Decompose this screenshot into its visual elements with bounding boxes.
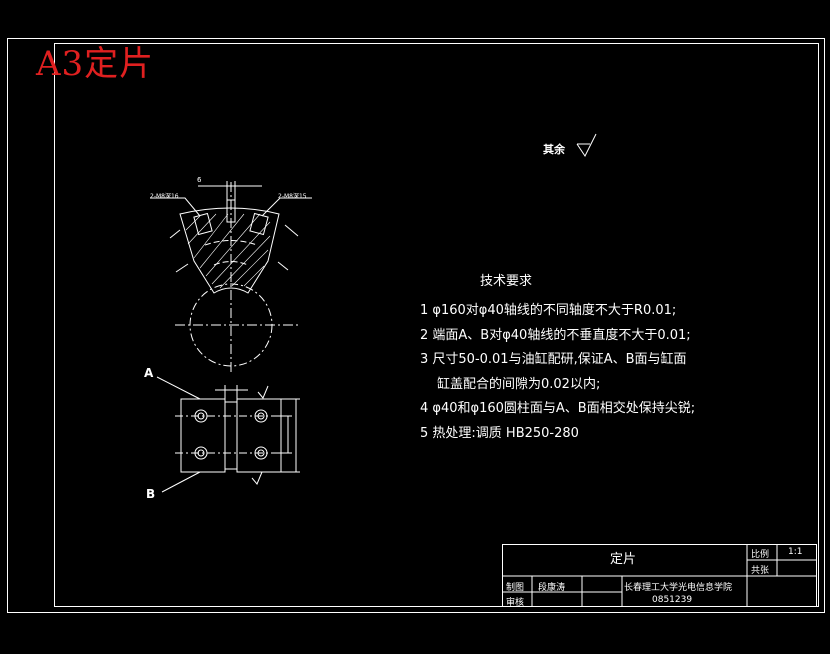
- label-b: B: [146, 487, 156, 501]
- right-tapped-hole: [249, 212, 269, 236]
- scale-label: 比例: [751, 550, 770, 560]
- sheet-size-label: A3定片: [36, 44, 155, 84]
- inner-arc: [204, 240, 258, 246]
- drawing-number: 0851239: [652, 595, 693, 605]
- tech-item: 缸盖配合的间隙为0.02以内;: [437, 376, 601, 392]
- tech-item: 4 φ40和φ160圆柱面与A、B面相交处保持尖锐;: [420, 401, 696, 416]
- tech-item: 5 热处理:调质 HB250-280: [420, 425, 579, 441]
- title-block: 定片 比例 1:1 共张 制图 段康涛 审核 长春理工大学光电信息学院 0851…: [502, 544, 817, 608]
- designer-name: 段康涛: [538, 583, 566, 593]
- left-hole-callout: 2-M8深16: [150, 193, 179, 200]
- inner-frame: [54, 43, 819, 607]
- sector-hatch: [185, 213, 271, 289]
- scale-value: 1:1: [788, 547, 803, 557]
- title-part-name: 定片: [610, 552, 637, 567]
- reviewer-label: 审核: [506, 598, 525, 608]
- tech-item: 2 端面A、B对φ40轴线的不垂直度不大于0.01;: [420, 327, 691, 343]
- tech-item: 1 φ160对φ40轴线的不同轴度不大于R0.01;: [420, 303, 677, 318]
- designer-label: 制图: [506, 583, 525, 593]
- sheets-label: 共张: [751, 566, 770, 576]
- left-leader: [150, 197, 201, 217]
- right-hole-callout: 2-M8深15: [278, 193, 307, 200]
- roughness-note-label: 其余: [543, 143, 565, 156]
- top-dimension-width: 6: [197, 176, 202, 184]
- right-leader: [261, 197, 312, 217]
- leader-b: [161, 471, 201, 493]
- label-a: A: [144, 366, 154, 380]
- tech-item: 3 尺寸50-0.01与油缸配研,保证A、B面与缸面: [420, 352, 687, 367]
- leader-a: [156, 376, 201, 400]
- center-slot: [226, 199, 236, 223]
- outer-frame: [7, 38, 825, 613]
- technical-requirements: 技术要求 1 φ160对φ40轴线的不同轴度不大于R0.01; 2 端面A、B对…: [420, 270, 750, 446]
- sector-outline: [179, 207, 280, 294]
- institution-name: 长春理工大学光电信息学院: [624, 583, 733, 593]
- left-tapped-hole: [193, 212, 213, 236]
- tech-requirements-title: 技术要求: [480, 274, 533, 289]
- rough-surface-symbol-icon: [576, 133, 597, 157]
- side-slot: [224, 401, 238, 470]
